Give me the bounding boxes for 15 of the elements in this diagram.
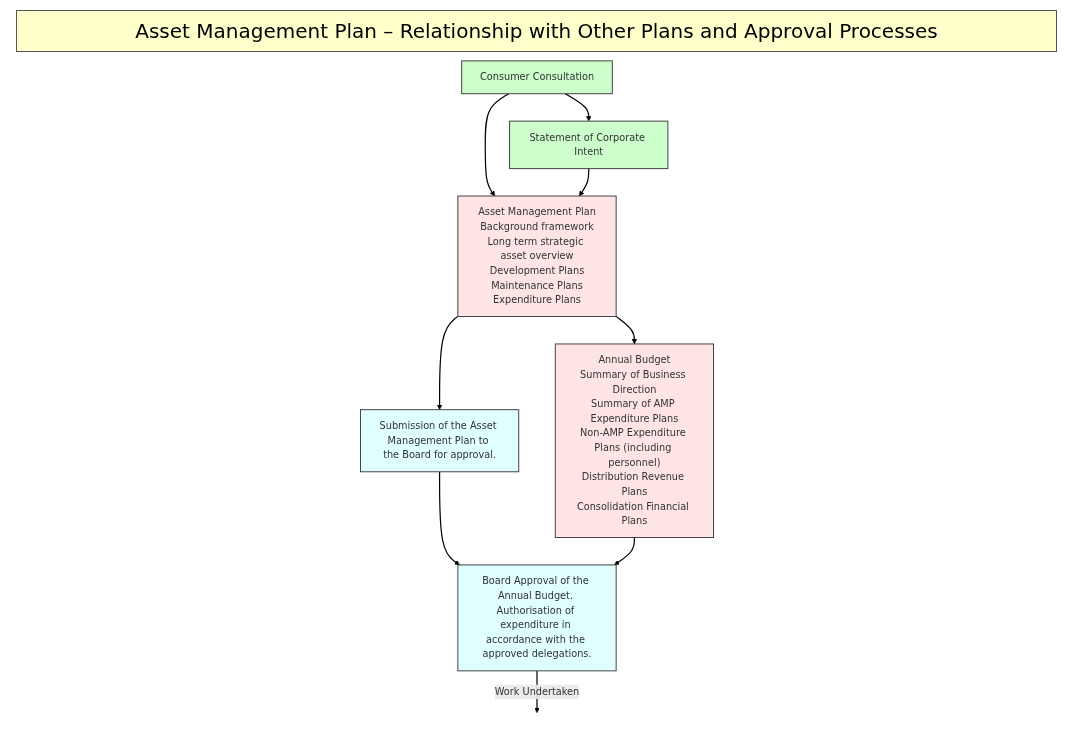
arrow [484, 93, 509, 197]
node-box: Asset Management Plan Background framework Long term strategic asset overview Development Plans Maintenance Plans Expenditure Plans [456, 195, 617, 317]
arrow [436, 315, 458, 410]
node-box: Annual Budget Summary of Business Direction Summary of AMP Expenditure Plans Non-AMP Expenditure Plans (including personnel) Distribution Revenue Plans Consolidation Financial Plans [554, 343, 714, 538]
node-box: Board Approval of the Annual Budget. Authorisation of expenditure in accordance with the approved delegations. [456, 564, 617, 672]
node-box: Statement of Corporate Intent [508, 120, 668, 170]
node-box: Consumer Consultation [460, 60, 613, 95]
edge-label: Work Undertaken [494, 685, 579, 698]
node-box: Submission of the Asset Management Plan to the Board for approval. [359, 409, 519, 473]
title-banner: Asset Management Plan – Relationship with Other Plans and Approval Processes [16, 10, 1057, 52]
arrow [578, 168, 589, 197]
arrow [613, 536, 635, 566]
arrow [438, 471, 460, 566]
arrow [564, 93, 591, 122]
arrow [615, 315, 637, 345]
